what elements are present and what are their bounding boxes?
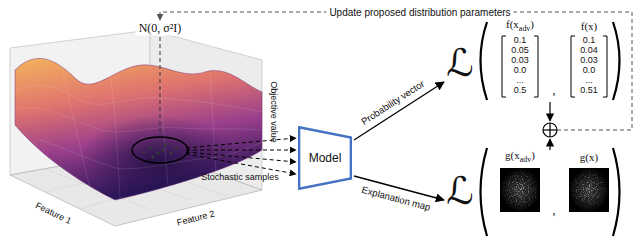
comma: , <box>553 84 556 97</box>
axis-label: Objective value <box>268 81 278 143</box>
function-part: ) <box>531 149 535 161</box>
subscript: adv <box>520 155 531 164</box>
vector-value: 0.04 <box>580 46 598 56</box>
subscript: adv <box>519 24 530 33</box>
vector-value: 0.1 <box>514 36 527 46</box>
vector-value: 0.05 <box>511 46 529 56</box>
function-label: g(xadv) <box>505 149 535 165</box>
axis-label: Feature 1 <box>34 201 73 227</box>
samples-label: Stochastic samples <box>201 173 279 183</box>
vector-value: ... <box>516 76 524 86</box>
model-block: Model <box>298 126 352 190</box>
vector-value: 0.1 <box>583 36 596 46</box>
vector-value: 0.03 <box>511 56 529 66</box>
function-part: f(x <box>506 18 519 30</box>
function-part: g(x <box>505 149 520 161</box>
vector-value: 0.51 <box>580 86 598 96</box>
arrow-label: Probability vector <box>360 79 427 127</box>
distribution-label: N(0, σ²I) <box>136 22 185 35</box>
loss-symbol: ℒ <box>446 171 473 213</box>
vector-value: 0.03 <box>580 56 598 66</box>
arrow-label: Explanation map <box>360 185 431 213</box>
node-label: Model <box>309 151 342 165</box>
feedback-label: Update proposed distribution parameters <box>326 7 513 18</box>
function-label: g(x) <box>580 151 598 163</box>
vector-value: ... <box>585 76 593 86</box>
axis-label: Feature 2 <box>176 210 216 229</box>
function-part: ) <box>530 18 534 30</box>
loss-symbol: ℒ <box>446 43 473 85</box>
function-label: f(xadv) <box>506 18 534 34</box>
vector-value: 0.0 <box>583 66 596 76</box>
vector-value: 0.0 <box>514 66 527 76</box>
function-label: f(x) <box>581 20 598 32</box>
vector-value: 0.5 <box>514 86 527 96</box>
comma: , <box>553 204 556 217</box>
